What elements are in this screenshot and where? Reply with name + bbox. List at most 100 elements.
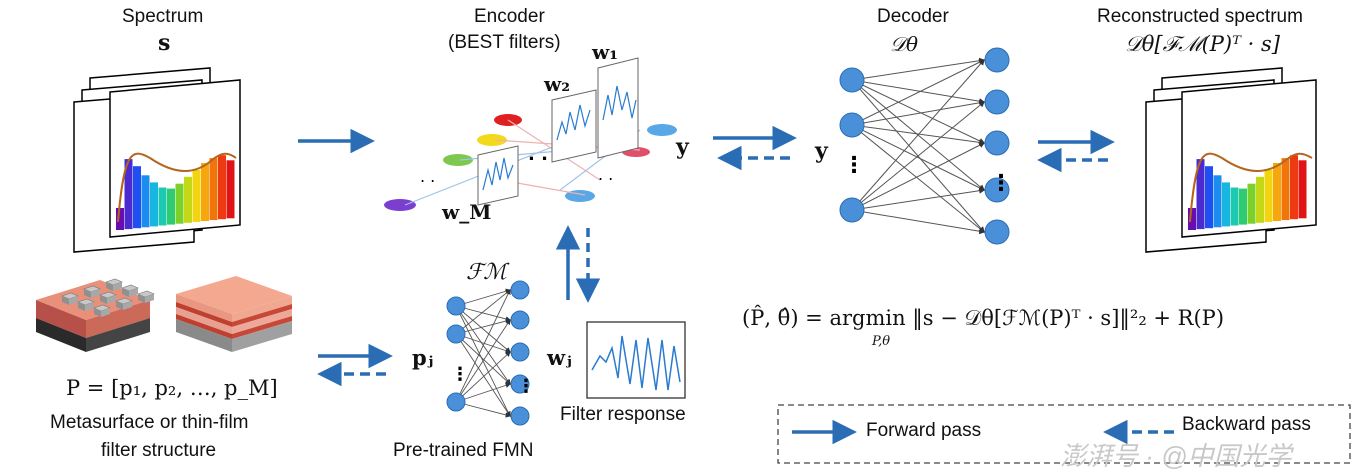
decoder-edge xyxy=(851,124,985,233)
reconstructed-symbol: 𝒟θ[ℱℳ(P)ᵀ · s] xyxy=(1125,32,1280,56)
legend-box xyxy=(777,404,1351,464)
metasurface-pillars xyxy=(61,278,155,317)
spectrum-bar xyxy=(1205,166,1213,229)
pillar-side xyxy=(101,308,110,317)
spectrum-bar xyxy=(1196,159,1205,230)
encoder-w2-label: w₂ xyxy=(544,72,570,96)
spectrum-bar xyxy=(1281,158,1290,221)
encoder-wm-label: w_M xyxy=(442,200,492,224)
spectrum-bar xyxy=(1213,175,1222,228)
decoder-edge xyxy=(851,59,986,126)
decoder-node xyxy=(839,197,865,223)
svg-text:⋮: ⋮ xyxy=(843,153,865,178)
spectrum-bar xyxy=(1239,188,1247,225)
decoder-edge xyxy=(851,101,985,211)
spectrum-bar xyxy=(116,208,124,230)
optimization-subscript: P,θ xyxy=(872,334,891,349)
spectrum-bar xyxy=(1188,208,1196,230)
pillar-side xyxy=(62,296,69,305)
spectrum-bars-left xyxy=(116,155,235,230)
pillar-side xyxy=(138,294,145,303)
spectrum-bar xyxy=(1230,187,1239,226)
fmn-edge xyxy=(455,305,511,353)
spectrum-symbol: s xyxy=(158,30,171,56)
decoder-node xyxy=(839,67,865,93)
filter-response-plot xyxy=(586,321,686,399)
spectrum-bar xyxy=(167,188,175,225)
decoder-network xyxy=(839,47,1010,245)
fmn-node xyxy=(510,280,530,300)
fmn-edge xyxy=(455,289,511,403)
decoder-node xyxy=(984,177,1010,203)
thin-film-block xyxy=(176,276,292,352)
encoder-title: Encoder xyxy=(474,6,545,27)
filter-response-label: Filter response xyxy=(560,404,686,425)
spectrum-bar xyxy=(1264,169,1273,222)
spectrum-bar xyxy=(133,166,141,229)
pillar-side xyxy=(78,302,85,311)
fmn-wj-label: wⱼ xyxy=(547,345,572,370)
spectrum-bar xyxy=(209,158,218,221)
fmn-edge xyxy=(455,319,511,403)
spectrum-bar xyxy=(141,175,150,228)
fmn-node xyxy=(446,392,466,412)
spectrum-bar xyxy=(158,187,167,226)
spectrum-bar xyxy=(192,169,201,222)
pillar-side xyxy=(116,301,123,310)
pillar-side xyxy=(85,302,94,311)
spectrum-bar xyxy=(1222,182,1230,227)
decoder-edge xyxy=(851,124,986,146)
spectrum-bar xyxy=(1290,155,1298,220)
spectrum-bar xyxy=(1256,176,1264,223)
spectrum-bar xyxy=(184,176,192,223)
svg-text:⋮: ⋮ xyxy=(517,376,535,397)
spectrum-bar xyxy=(1298,160,1307,219)
fmn-edge xyxy=(455,333,511,417)
fmn-edge xyxy=(455,333,511,385)
spectrum-bar xyxy=(1247,183,1256,224)
pillar-side xyxy=(123,301,132,310)
metasurface-block xyxy=(36,280,150,352)
svg-text:⋮: ⋮ xyxy=(990,171,1012,196)
pillar-side xyxy=(100,295,107,304)
fmn-caption: Pre-trained FMN xyxy=(393,440,534,461)
decoder-edge xyxy=(851,57,986,81)
pillar-side xyxy=(69,296,78,305)
fmn-node xyxy=(510,406,530,426)
fmn-edge xyxy=(455,351,511,403)
fmn-edge xyxy=(455,289,511,335)
spectrum-bar xyxy=(1273,163,1281,221)
fmn-node xyxy=(446,296,466,316)
svg-text:. .: . . xyxy=(420,167,435,186)
legend-backward-label: Backward pass xyxy=(1182,414,1311,435)
decoder-node xyxy=(839,112,865,138)
fmn-pj-label: pⱼ xyxy=(412,345,434,370)
fmn-node xyxy=(510,374,530,394)
encoder-w1-label: w₁ xyxy=(592,40,618,64)
spectrum-bar xyxy=(175,183,184,224)
pillar-side xyxy=(107,295,116,304)
spectrum-bar xyxy=(124,159,133,230)
decoder-symbol: 𝒟θ xyxy=(890,32,919,56)
decoder-node xyxy=(984,219,1010,245)
decoder-edge xyxy=(851,124,986,191)
pillar-side xyxy=(106,282,113,291)
decoder-edge xyxy=(851,187,986,211)
pillar-side xyxy=(84,289,91,298)
structure-caption-line2: filter structure xyxy=(101,440,217,461)
pillar-side xyxy=(91,289,100,298)
reconstructed-stack xyxy=(1145,67,1317,253)
encoder-graphic: . . . . . . xyxy=(384,57,677,211)
svg-text:⋮: ⋮ xyxy=(451,364,469,385)
spectrum-title: Spectrum xyxy=(122,6,204,27)
fmn-node xyxy=(510,310,530,330)
optimization-equation: (P̂, θ̂) = argmin ‖s − 𝒟θ[ℱℳ(P)ᵀ · s]‖²₂… xyxy=(742,306,1225,330)
decoder-edge xyxy=(851,209,986,235)
pillar-side xyxy=(129,288,138,297)
decoder-title: Decoder xyxy=(877,6,949,27)
structure-caption-line1: Metasurface or thin-film xyxy=(50,412,249,433)
encoder-y-label: y xyxy=(676,134,689,160)
svg-text:. .: . . xyxy=(528,144,548,165)
reconstructed-title: Reconstructed spectrum xyxy=(1097,6,1303,27)
